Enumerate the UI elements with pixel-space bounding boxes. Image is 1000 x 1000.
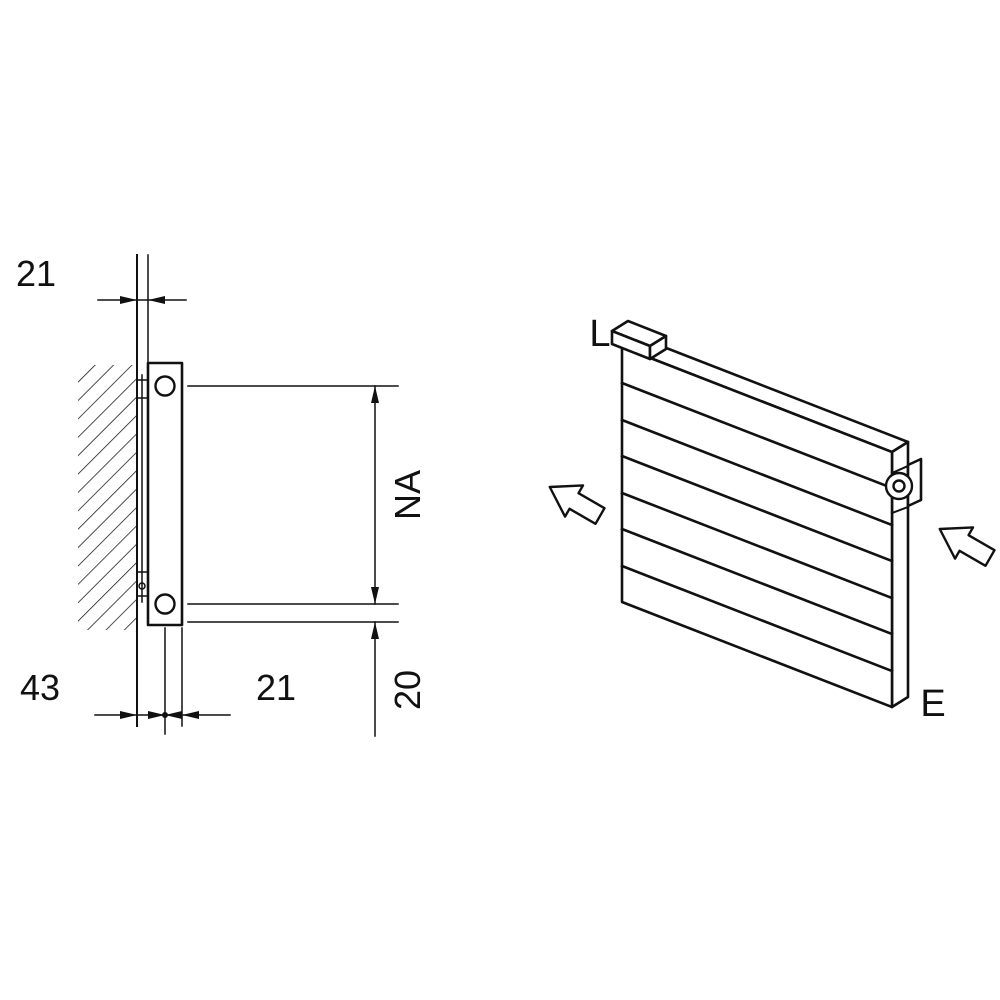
- dim-label-21-top: 21: [16, 253, 56, 294]
- dim-arrow-left-icon: [148, 296, 165, 304]
- wall-hatch: [78, 365, 136, 630]
- label-l: L: [589, 313, 610, 355]
- dim-bottom-43-21: 43 21: [20, 627, 296, 735]
- bottom-hub-circle: [154, 593, 176, 615]
- dim-arrow-up-icon: [371, 386, 379, 403]
- connection-port-bore: [892, 479, 906, 493]
- dim-label-21-bottom: 21: [256, 667, 296, 708]
- side-view: 21 NA 20: [16, 253, 428, 737]
- connection-port-right: [884, 457, 923, 515]
- iso-front-face: [620, 345, 894, 709]
- dim-label-na: NA: [387, 470, 428, 520]
- bracket-screw-icon: [138, 582, 146, 590]
- dim-arrow-up-icon: [371, 622, 379, 639]
- flow-arrow-left-icon: [548, 484, 606, 525]
- iso-slats: [620, 381, 894, 673]
- dim-arrow-right-icon: [120, 296, 137, 304]
- dim-na: NA: [187, 385, 428, 605]
- label-e: E: [920, 683, 945, 725]
- dim-arrow-left-icon: [182, 711, 199, 719]
- dim-top-21: 21: [16, 253, 187, 304]
- dim-20: 20: [187, 621, 428, 737]
- connection-stub-left: [610, 319, 668, 361]
- flow-arrow-right-icon: [938, 526, 996, 567]
- dim-label-43: 43: [20, 667, 60, 708]
- dim-label-20: 20: [387, 670, 428, 710]
- dim-arrow-left-icon: [165, 711, 182, 719]
- dim-arrow-down-icon: [371, 587, 379, 604]
- dim-arrow-right-icon: [120, 711, 137, 719]
- top-hub-circle: [154, 375, 176, 397]
- dim-arrow-right-icon: [148, 711, 165, 719]
- mounting-bracket: [136, 374, 149, 603]
- radiator-profile: [146, 361, 184, 627]
- iso-view: L E: [548, 313, 996, 725]
